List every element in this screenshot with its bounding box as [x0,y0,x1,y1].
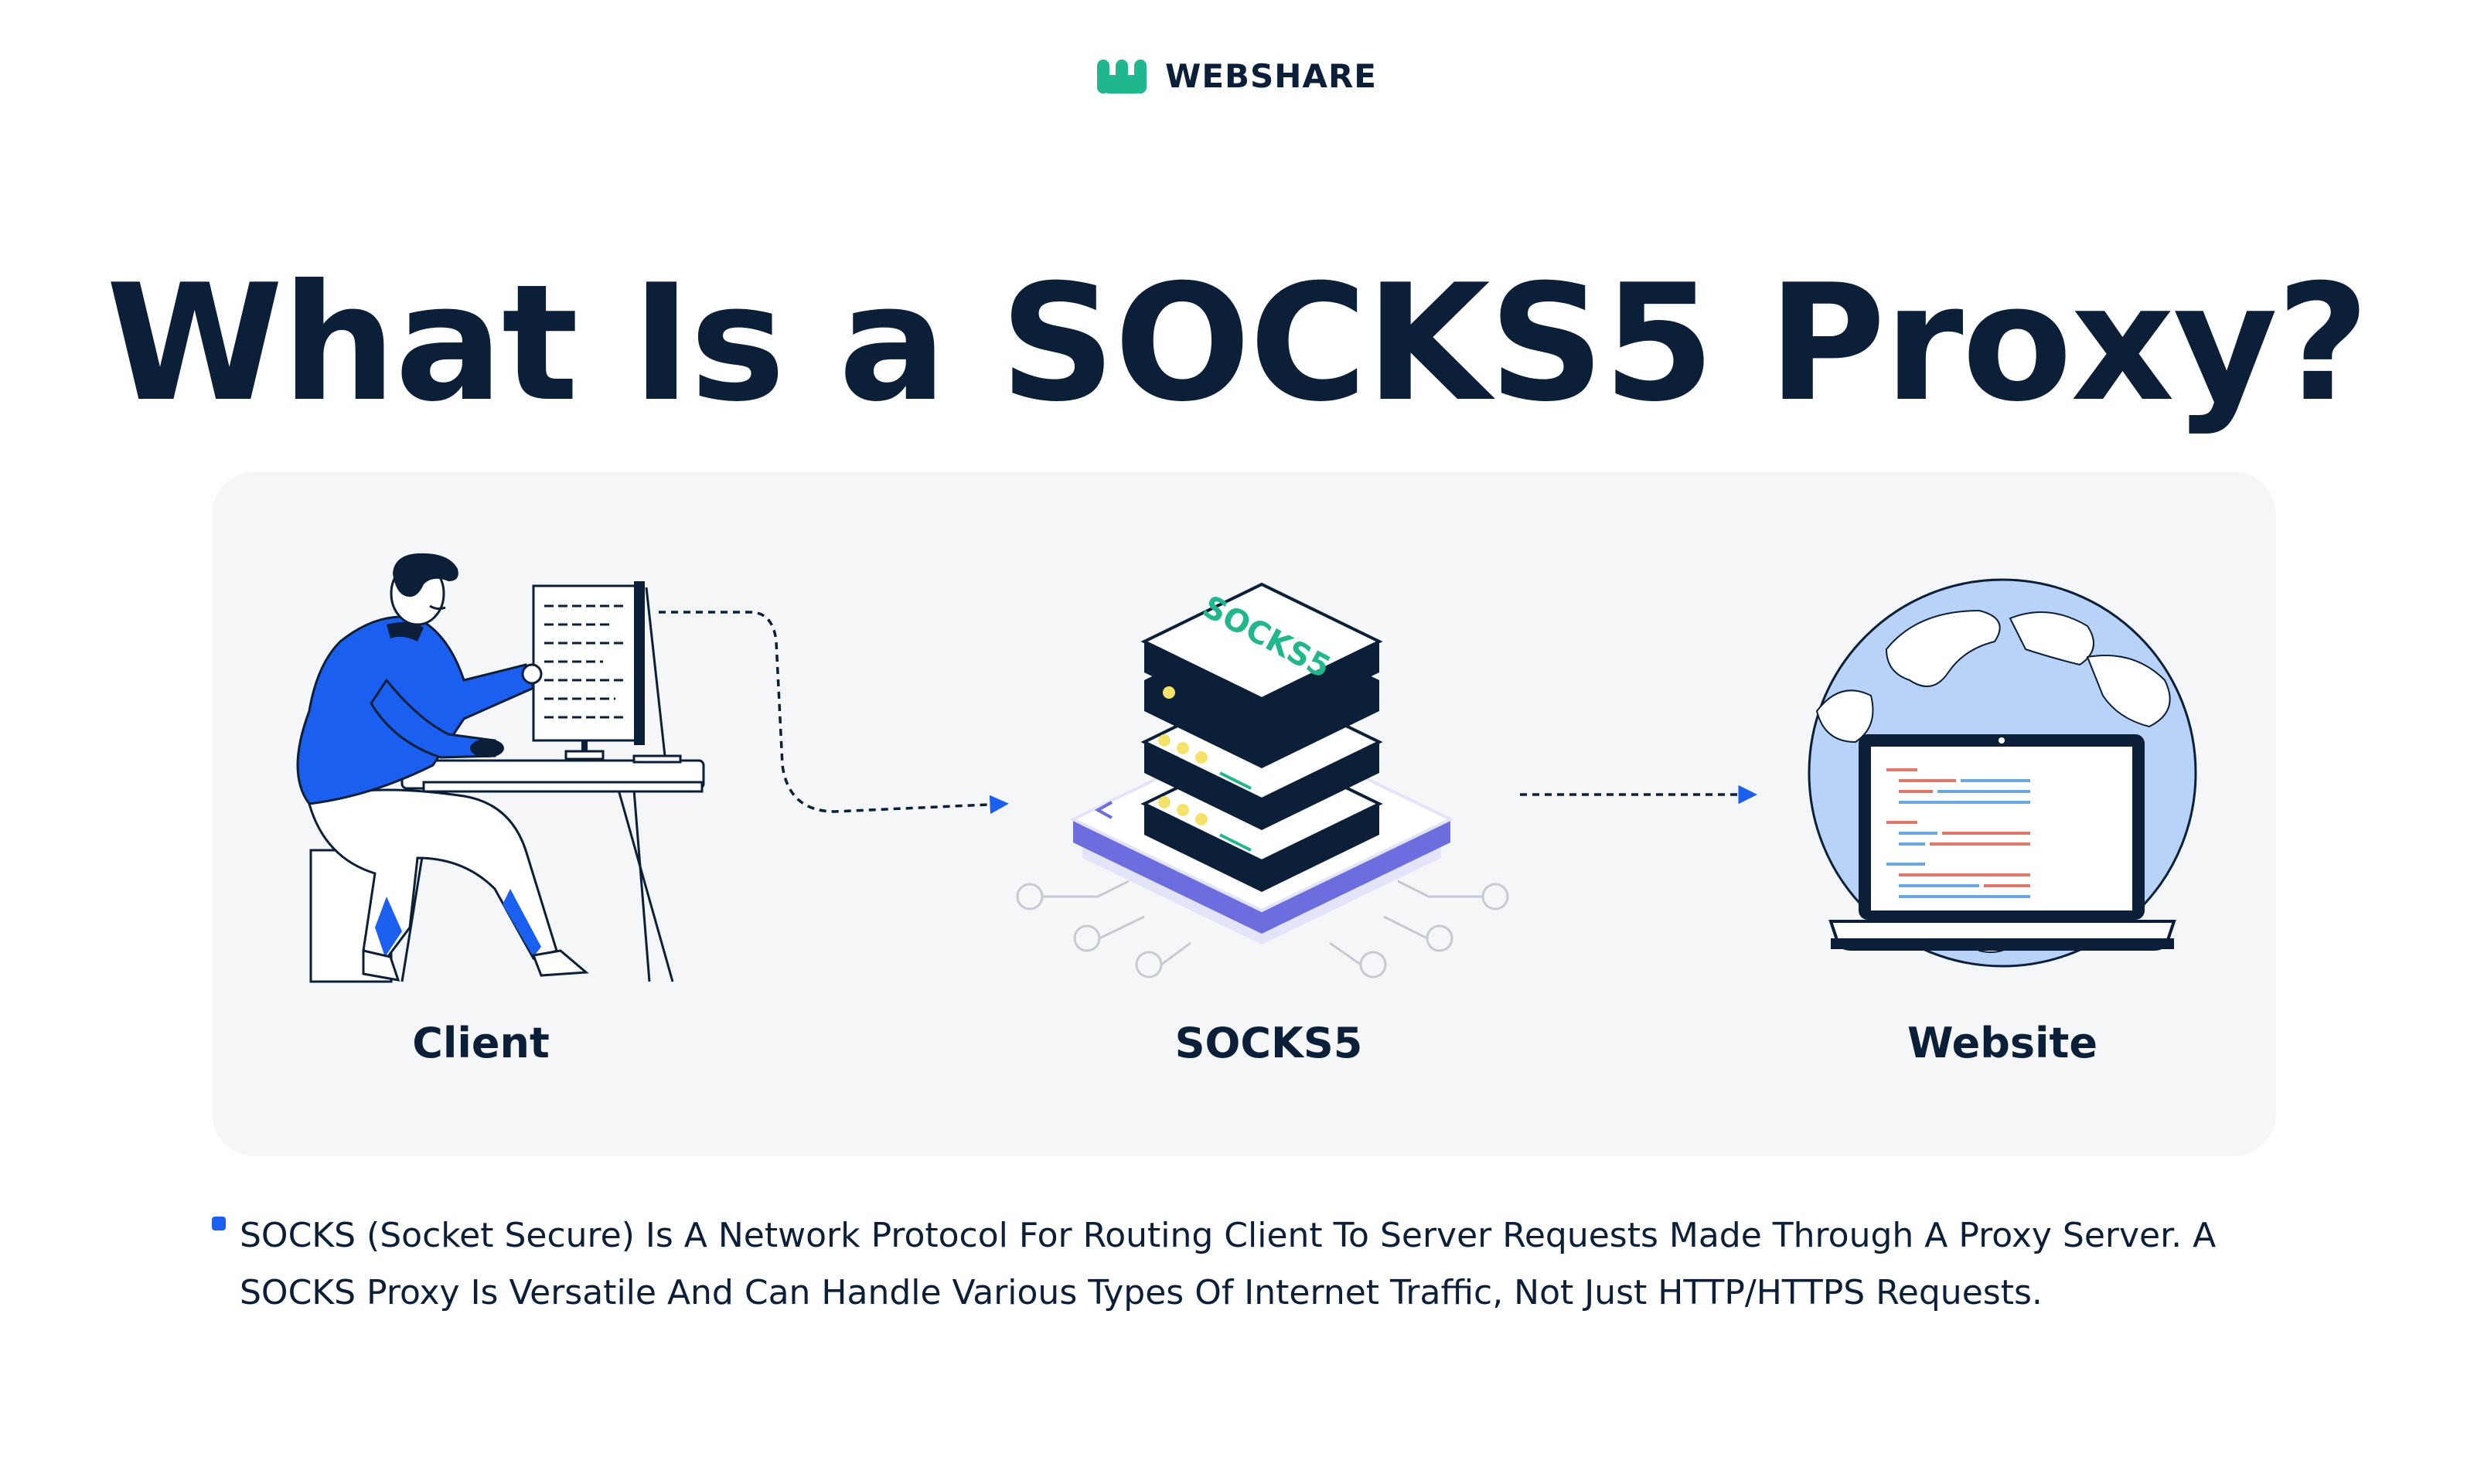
brand-header: WEBSHARE [0,57,2474,95]
node-label-client: Client [412,1019,550,1067]
brand-name: WEBSHARE [1165,57,1377,95]
description-text: SOCKS (Socket Secure) Is A Network Proto… [240,1216,2217,1312]
webshare-logo-icon [1097,59,1147,94]
person-at-computer-icon [296,553,705,983]
node-label-socks5: SOCKS5 [1174,1019,1363,1067]
edge-client-to-socks5 [659,611,1009,815]
server-stack-icon: SOCKS5 [1016,582,1509,979]
globe-laptop-icon [1808,578,2197,968]
page-title: What Is a SOCKS5 Proxy? [106,250,2370,437]
bullet-marker [212,1217,226,1230]
node-label-website: Website [1907,1019,2097,1067]
